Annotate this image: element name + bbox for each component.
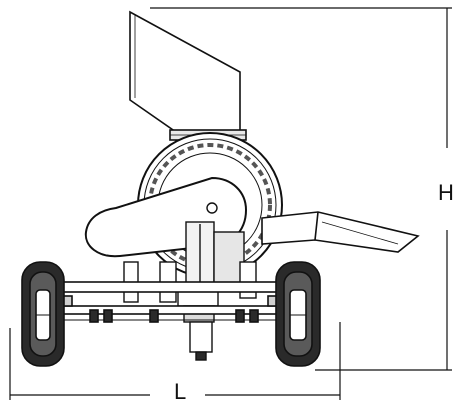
height-dimension-label: H [438, 180, 453, 205]
feed-hopper [129, 10, 247, 142]
discharge-chute [261, 211, 420, 253]
length-dimension-label: L [174, 379, 186, 402]
dimension-lines [9, 7, 452, 400]
left-wheel [21, 261, 65, 367]
right-wheel [275, 261, 321, 367]
